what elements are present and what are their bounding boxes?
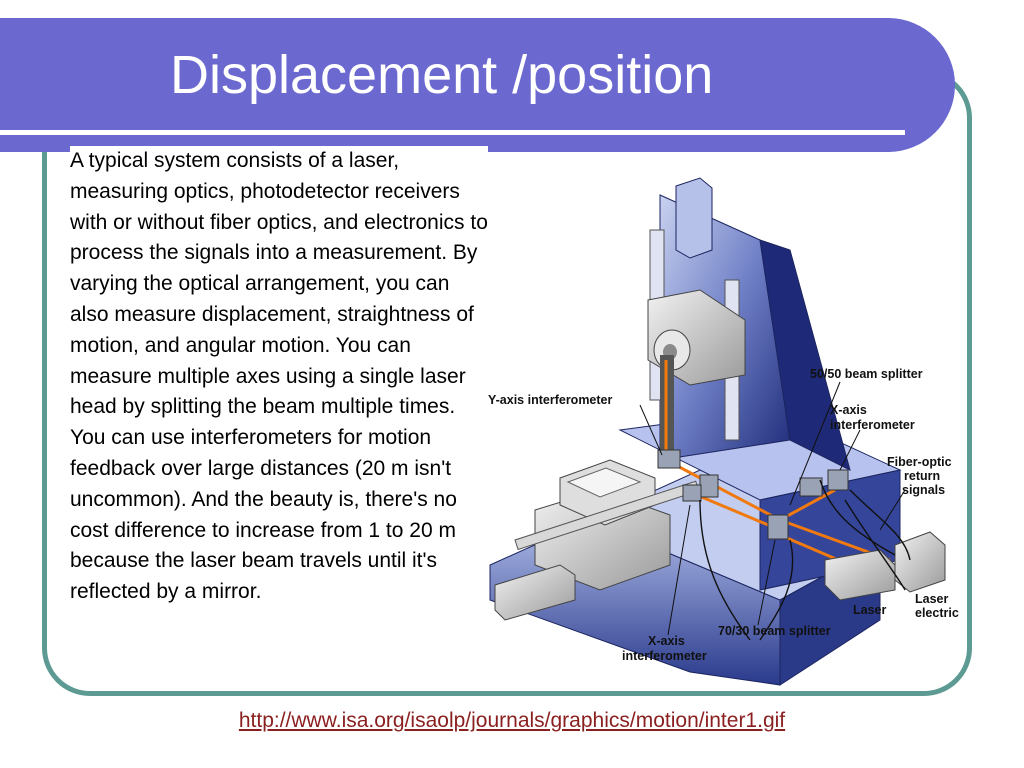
label-leaders	[639, 381, 906, 636]
label-fiber-optic-line2: return	[904, 469, 940, 483]
source-link[interactable]: http://www.isa.org/isaolp/journals/graph…	[238, 709, 786, 732]
label-beam-splitter-70-30: 70/30 beam splitter	[718, 624, 831, 638]
title-banner	[0, 18, 955, 152]
laser-interferometer-figure: 50/50 beam splitter Y-axis interferomete…	[488, 177, 959, 686]
label-laser-electric-line1: Laser	[915, 592, 948, 606]
label-x-axis-right-line2: interferometer	[830, 418, 915, 432]
laser-head	[824, 531, 946, 601]
title-underline	[0, 130, 905, 135]
label-fiber-optic-line1: Fiber-optic	[887, 455, 952, 469]
label-fiber-optic-line3: signals	[902, 483, 945, 497]
label-x-axis-bottom-line1: X-axis	[648, 634, 685, 648]
slide-title: Displacement /position	[170, 45, 714, 105]
label-beam-splitter-50-50: 50/50 beam splitter	[810, 367, 923, 381]
label-x-axis-right-line1: X-axis	[830, 403, 867, 417]
optical-components	[657, 449, 849, 540]
fiber-cables	[699, 479, 911, 641]
label-laser: Laser	[853, 603, 886, 617]
label-x-axis-bottom-line2: interferometer	[622, 649, 707, 663]
label-laser-electric-line2: electric	[915, 606, 959, 620]
body-text: A typical system consists of a laser, me…	[70, 146, 488, 608]
machine-column	[647, 177, 851, 471]
rotary-table	[494, 459, 700, 621]
label-y-axis-interferometer: Y-axis interferometer	[488, 393, 612, 407]
